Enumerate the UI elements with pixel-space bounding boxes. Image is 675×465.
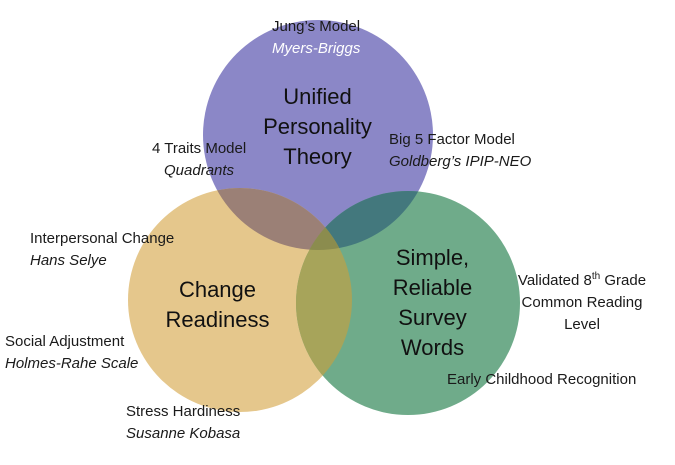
label-text: Validated 8 (517, 272, 592, 289)
label-interpersonal-change: Interpersonal Change Hans Selye (30, 228, 174, 272)
title-line: Survey (398, 305, 467, 330)
label-title: 4 Traits Model (152, 140, 247, 157)
label-subtitle: Holmes-Rahe Scale (5, 355, 139, 372)
label-superscript: th (591, 271, 601, 282)
label-title: Jung’s Model (272, 18, 361, 35)
label-title: Interpersonal Change (30, 230, 175, 247)
label-text: Grade (600, 272, 647, 289)
label-subtitle: Myers-Briggs (272, 40, 361, 57)
label-title: Early Childhood Recognition (447, 371, 637, 388)
label-subtitle: Quadrants (164, 162, 235, 179)
title-line: Reliable (392, 275, 473, 300)
title-line: Change (178, 277, 257, 302)
title-line: Theory (283, 144, 352, 169)
label-validated-reading-level: Validated 8th Grade Common Reading Level (502, 266, 662, 336)
label-title: Social Adjustment (5, 333, 125, 350)
title-simple-reliable-survey-words: Simple, Reliable Survey Words (375, 243, 490, 363)
overlap-top-left (203, 188, 352, 250)
label-line: Level (564, 316, 600, 333)
label-line: Validated 8th Grade (502, 266, 662, 292)
label-4-traits-model: 4 Traits Model Quadrants (152, 138, 246, 182)
label-title: Stress Hardiness (126, 403, 241, 420)
circle-simple-reliable-survey-words (296, 191, 520, 415)
label-big-5-factor-model: Big 5 Factor Model Goldberg’s IPIP-NEO (389, 129, 531, 173)
label-subtitle: Hans Selye (30, 252, 107, 269)
label-jungs-model: Jung’s Model Myers-Briggs (272, 16, 360, 60)
title-line: Readiness (165, 307, 270, 332)
title-line: Personality (263, 114, 372, 139)
label-line: Common Reading (521, 294, 643, 311)
title-line: Words (400, 335, 465, 360)
label-social-adjustment: Social Adjustment Holmes-Rahe Scale (5, 331, 138, 375)
label-stress-hardiness: Stress Hardiness Susanne Kobasa (126, 401, 240, 445)
label-subtitle: Goldberg’s IPIP-NEO (389, 153, 532, 170)
label-early-childhood-recognition: Early Childhood Recognition (447, 369, 636, 391)
title-change-readiness: Change Readiness (160, 275, 275, 335)
label-subtitle: Susanne Kobasa (126, 425, 241, 442)
label-title: Big 5 Factor Model (389, 131, 515, 148)
title-unified-personality-theory: Unified Personality Theory (255, 82, 380, 172)
title-line: Simple, (395, 245, 470, 270)
title-line: Unified (283, 84, 352, 109)
